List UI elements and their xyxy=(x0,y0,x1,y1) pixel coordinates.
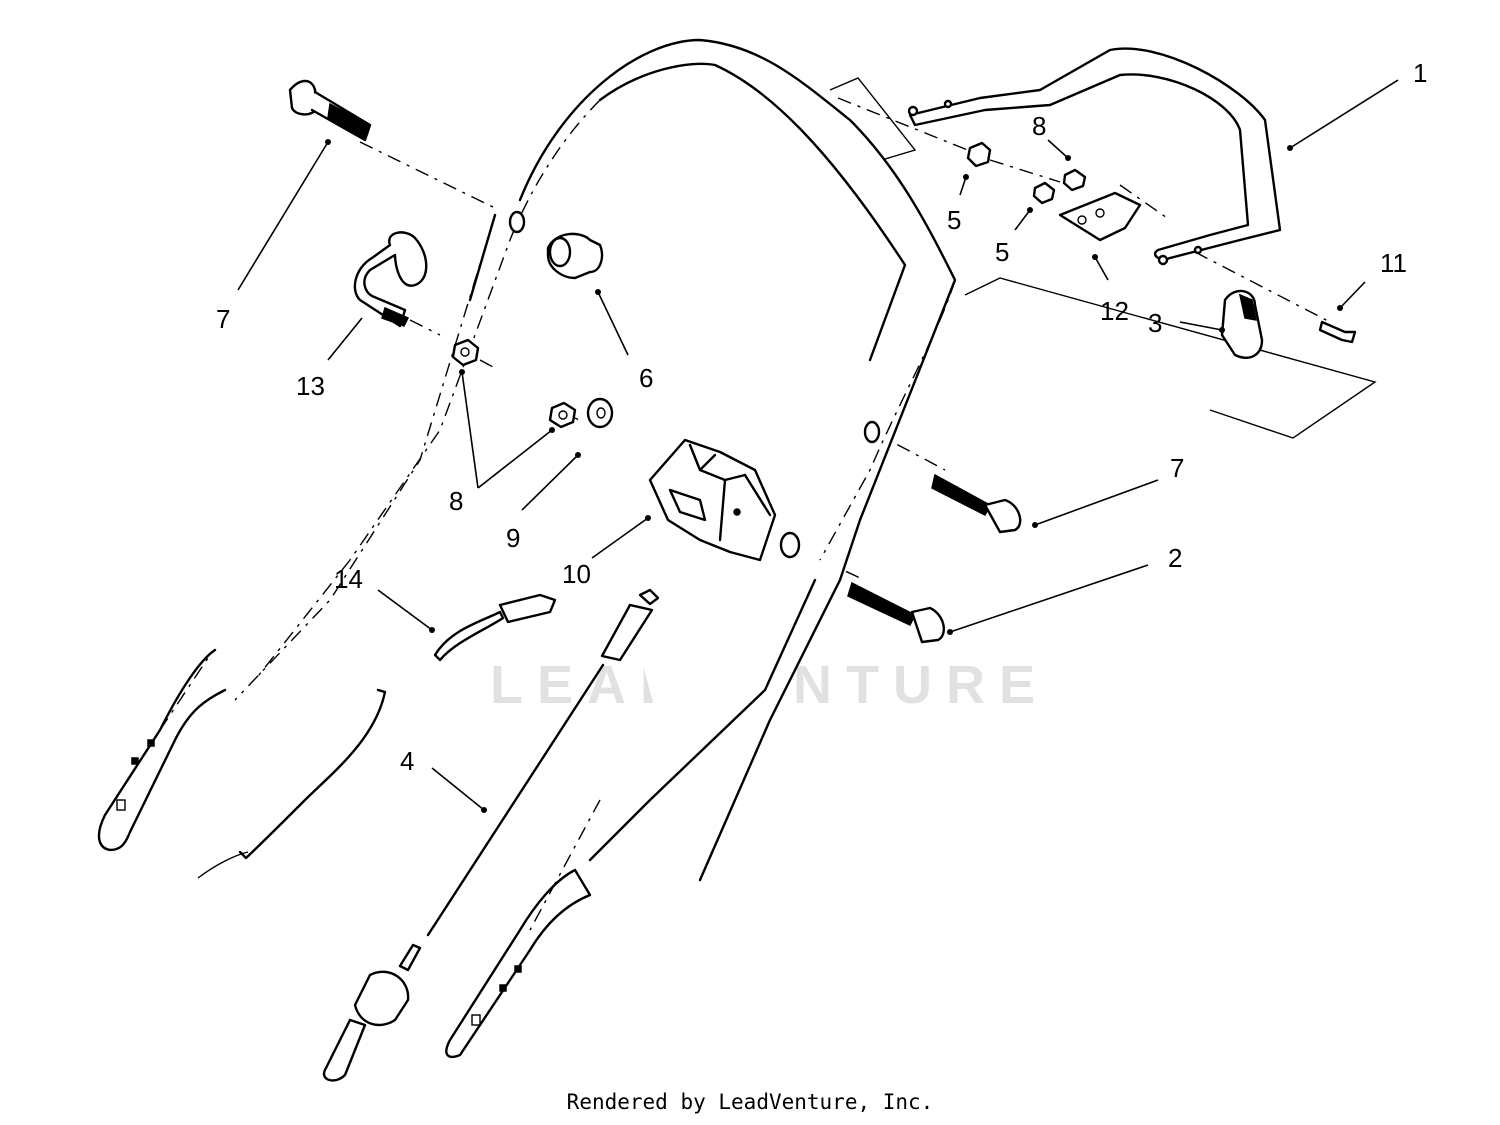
bracket xyxy=(1058,191,1142,242)
shoulder-bolt xyxy=(847,581,946,644)
callout-1: 1 xyxy=(1413,58,1427,88)
callout-7-upper: 7 xyxy=(216,304,230,334)
callout-leaders xyxy=(237,79,1399,813)
hex-nut-5 xyxy=(1032,181,1056,205)
callout-6: 6 xyxy=(639,363,653,393)
callout-5-upper: 5 xyxy=(947,205,961,235)
small-bolt xyxy=(1318,320,1357,344)
callout-8-upper: 8 xyxy=(1032,111,1046,141)
callout-labels: 1 2 3 4 5 5 6 7 7 8 8 9 10 11 12 13 14 xyxy=(216,58,1427,776)
hex-nut-3 xyxy=(966,141,992,168)
control-box xyxy=(648,438,777,562)
callout-11: 11 xyxy=(1380,248,1407,278)
callout-2: 2 xyxy=(1168,543,1182,573)
hex-nut-1 xyxy=(451,338,480,367)
control-cable xyxy=(197,588,660,1082)
hex-nut-2 xyxy=(548,401,577,429)
callout-9: 9 xyxy=(506,523,520,553)
washer xyxy=(586,397,614,429)
callout-10: 10 xyxy=(562,559,591,589)
spacer xyxy=(546,232,604,280)
callout-7-lower: 7 xyxy=(1170,453,1184,483)
callout-13: 13 xyxy=(296,371,325,401)
hex-nut-4 xyxy=(1062,168,1087,192)
trigger-lever xyxy=(1220,289,1264,359)
wire-connector xyxy=(433,593,557,662)
callout-3: 3 xyxy=(1148,308,1162,338)
carriage-bolt-lower xyxy=(931,473,1022,534)
callout-5-lower: 5 xyxy=(995,237,1009,267)
render-credit: Rendered by LeadVenture, Inc. xyxy=(566,1090,934,1114)
callout-12: 12 xyxy=(1100,296,1129,326)
cable-clip xyxy=(353,231,428,328)
callout-8-lower: 8 xyxy=(449,486,463,516)
carriage-bolt-upper xyxy=(288,79,372,142)
callout-4: 4 xyxy=(400,746,414,776)
callout-14: 14 xyxy=(334,564,363,594)
main-handle xyxy=(97,38,957,1059)
upper-bail-bar xyxy=(907,47,1282,266)
